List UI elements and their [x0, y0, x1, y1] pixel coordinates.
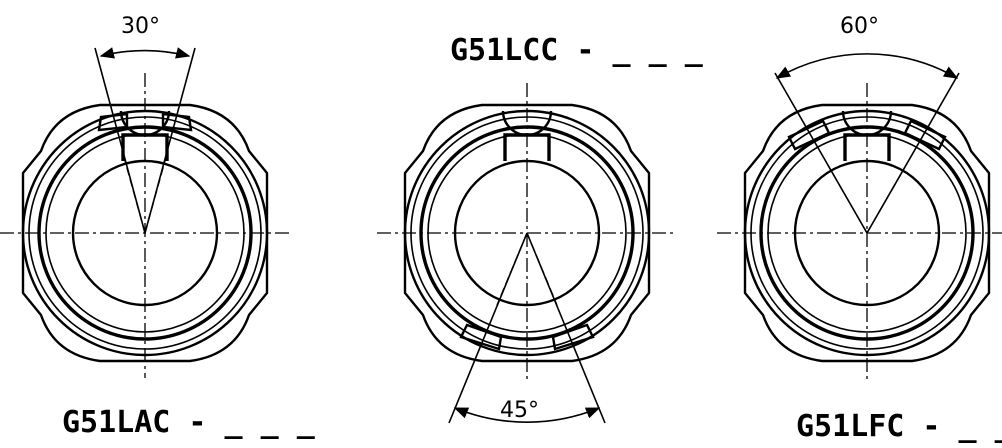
pad-slot-left [787, 119, 831, 151]
part-number-g51lcc: G51LCC - _ _ _ [450, 33, 704, 68]
angle-label-60: 60° [840, 14, 879, 39]
angle-label-30: 30° [121, 14, 160, 39]
angle-dimension-arc [453, 407, 601, 423]
angle-dimension-arc [99, 47, 191, 59]
view-g51lac [0, 47, 290, 378]
part-number-g51lfc: G51LFC - _ _ _ [796, 409, 1002, 443]
pad-slot-left [97, 112, 129, 132]
part-number-g51lac: G51LAC - _ _ _ [62, 405, 316, 440]
view-g51lfc [717, 53, 1002, 383]
pad-slot-left [459, 323, 503, 351]
angle-label-45: 45° [500, 398, 539, 423]
angle-dimension-arc [775, 53, 959, 79]
pad-slot-right [903, 119, 947, 151]
pad-slot-right [161, 112, 193, 132]
pad-slot-right [551, 323, 595, 351]
view-g51lcc [377, 83, 677, 424]
